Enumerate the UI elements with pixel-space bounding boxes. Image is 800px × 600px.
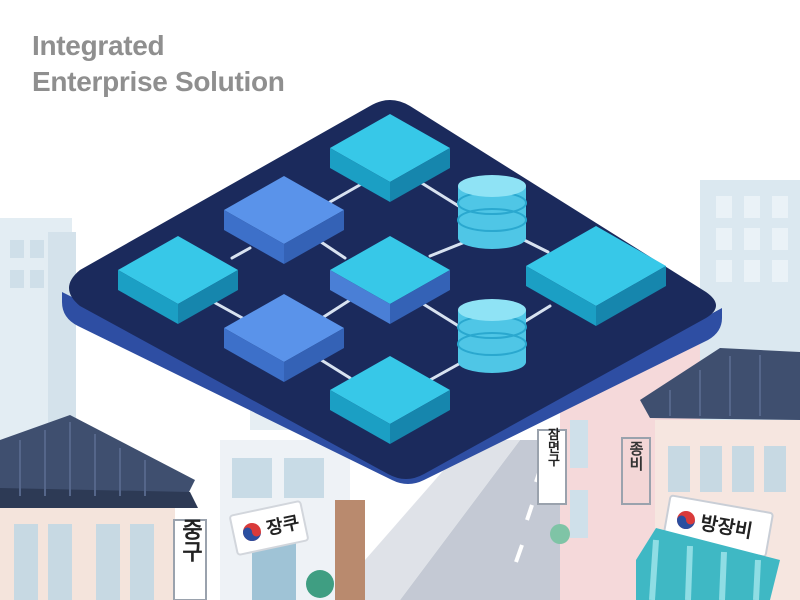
network-connectors — [208, 180, 552, 382]
center-banner — [229, 500, 309, 556]
right-vertical-sign-text: 종비 — [627, 441, 645, 472]
platform-edge — [62, 292, 722, 484]
awning — [636, 528, 780, 600]
bg-tower-right-windows — [716, 196, 788, 282]
sidewalk-left — [330, 440, 520, 600]
server-block-icon — [330, 236, 450, 324]
database-icon — [457, 175, 527, 249]
server-block-icon — [224, 176, 344, 264]
server-block-icon — [330, 114, 450, 202]
headline-line-1: Integrated — [32, 30, 165, 61]
server-block-icon — [224, 294, 344, 382]
server-block-icon — [330, 356, 450, 444]
bg-tower-left-windows — [10, 240, 44, 288]
taeguk-icon — [243, 523, 261, 541]
headline: Integrated Enterprise Solution — [32, 28, 285, 100]
tall-vertical-sign-text: 잠면구 — [545, 427, 560, 468]
database-icon — [457, 299, 527, 373]
tree-right — [550, 524, 570, 544]
taeguk-icon — [677, 511, 695, 529]
server-block-icon — [118, 236, 238, 324]
server-block-icon — [526, 226, 666, 326]
left-hanok — [0, 415, 198, 600]
tree-left — [306, 570, 334, 598]
headline-line-2: Enterprise Solution — [32, 66, 285, 97]
tall-vertical-sign — [537, 429, 567, 505]
left-vertical-sign — [173, 519, 207, 600]
left-vertical-sign-text: 중구 — [178, 518, 203, 562]
right-vertical-sign — [621, 437, 651, 505]
left-hanok-roof — [0, 415, 195, 500]
